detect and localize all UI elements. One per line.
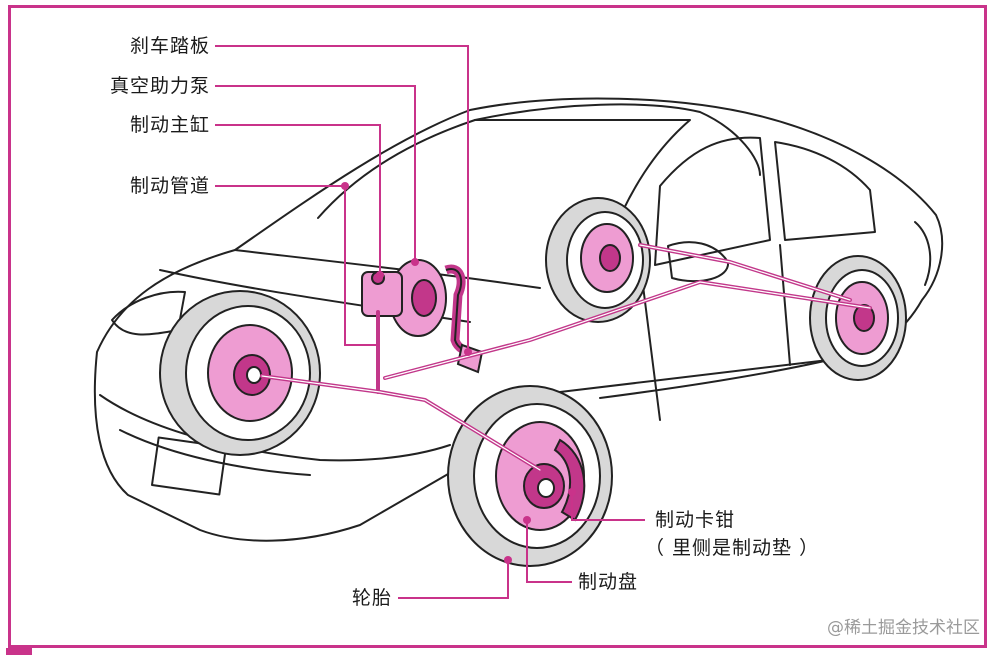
car-body-outline <box>93 97 944 542</box>
label-disc: 制动盘 <box>578 571 639 593</box>
leader-disc <box>526 520 572 583</box>
door-line-2 <box>779 244 791 366</box>
label-caliper-note: （ 里侧是制动垫 ） <box>645 537 820 559</box>
side-window-front <box>654 136 771 266</box>
watermark: @稀土掘金技术社区 <box>827 618 980 638</box>
grille <box>119 429 311 476</box>
label-brake-pedal: 刹车踏板 <box>129 35 210 57</box>
frame-border <box>8 5 987 648</box>
front-bumper <box>99 394 451 462</box>
hood-line <box>234 249 541 289</box>
rear-lamp <box>914 221 932 286</box>
label-caliper: 制动卡钳 <box>655 509 736 531</box>
license-plate <box>150 436 228 496</box>
leader-tire <box>398 560 509 599</box>
roof-line <box>474 103 761 176</box>
leader-brake-line <box>215 185 380 346</box>
leader-master-cylinder <box>215 124 381 275</box>
headlight <box>111 290 186 336</box>
caliper-front-right <box>553 438 586 522</box>
leader-vacuum-booster <box>215 85 416 262</box>
label-brake-line: 制动管道 <box>129 175 210 197</box>
corner-mark <box>6 648 32 655</box>
leader-caliper <box>571 492 645 521</box>
leader-brake-pedal <box>215 45 469 352</box>
label-vacuum-booster: 真空助力泵 <box>109 75 210 97</box>
side-window-rear <box>774 141 876 241</box>
label-tire: 轮胎 <box>351 587 392 609</box>
label-master-cylinder: 制动主缸 <box>129 114 210 136</box>
